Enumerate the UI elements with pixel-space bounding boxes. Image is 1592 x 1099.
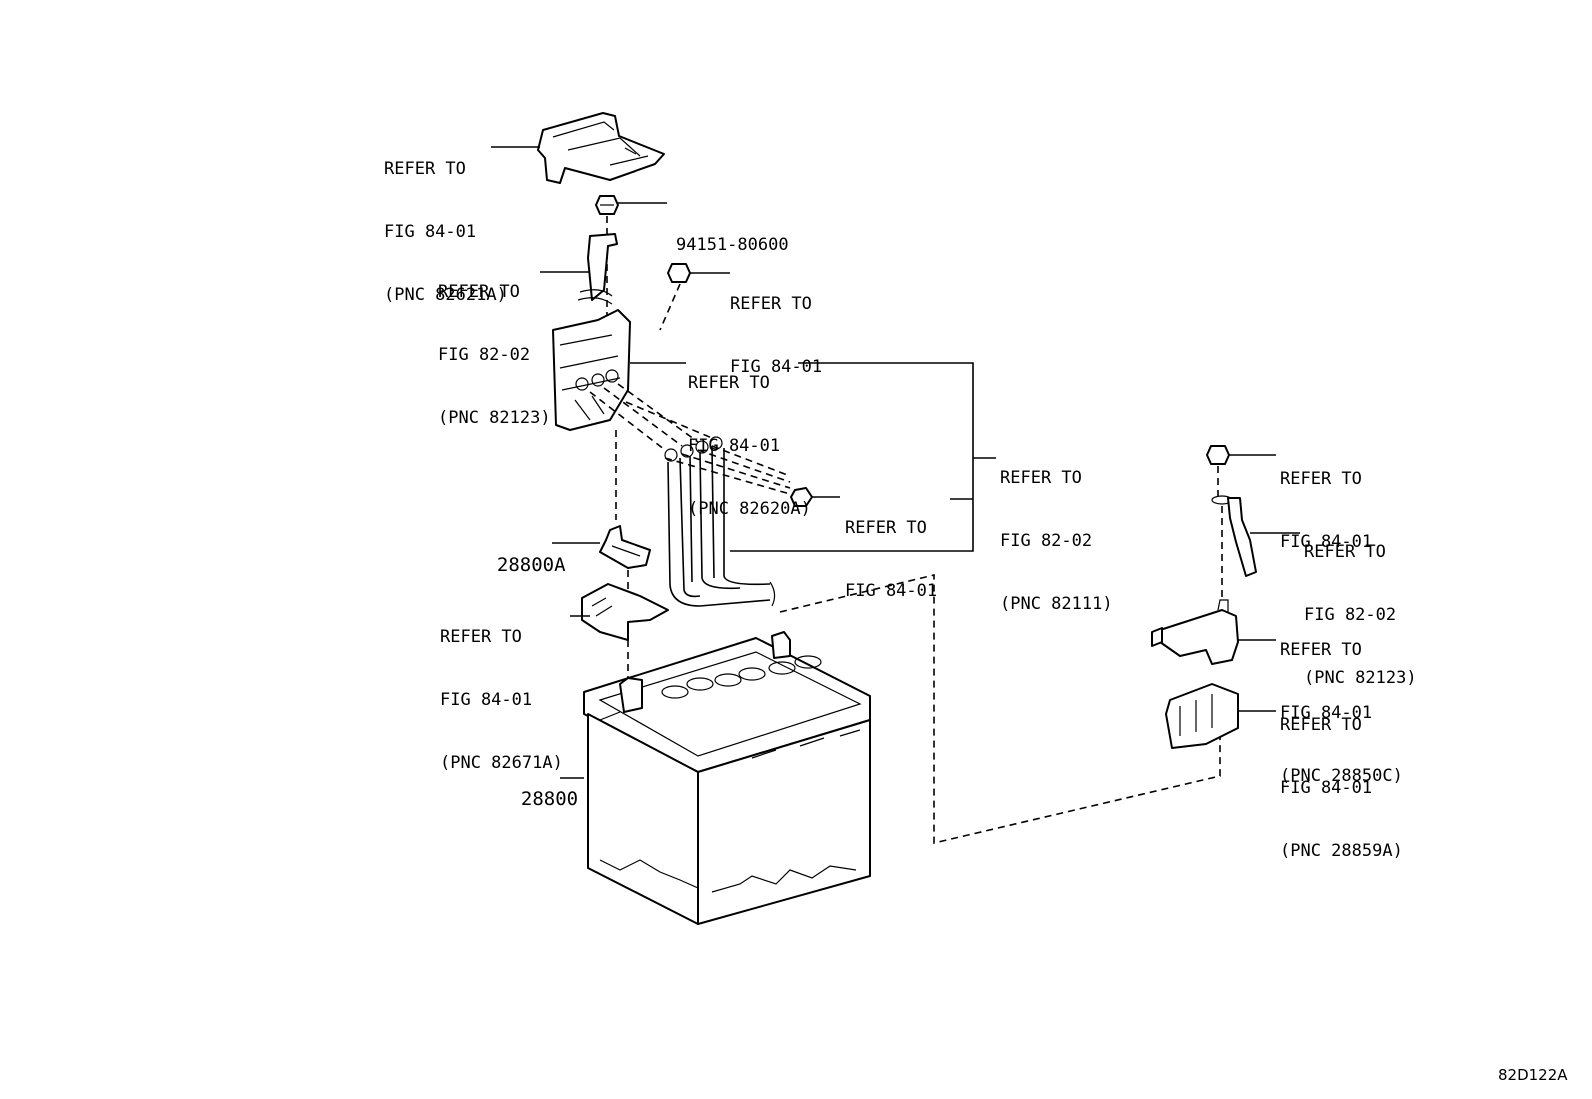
cable-terminal-part — [1211, 495, 1257, 577]
clamp-part — [599, 525, 651, 569]
wire-harness-callout: REFER TO FIG 82-02 (PNC 82111) — [1000, 468, 1113, 614]
bolt-part-number[interactable]: 94151-80600 — [676, 235, 789, 255]
bracket-part — [1165, 683, 1239, 749]
cable-callout-left: REFER TO FIG 82-02 (PNC 82123) — [438, 282, 551, 428]
bolt-part — [595, 195, 619, 215]
nut-part — [1206, 445, 1230, 465]
nut-upper-callout: REFER TO FIG 84-01 — [730, 294, 823, 377]
sensor-part — [1151, 599, 1239, 665]
nut-part — [790, 487, 813, 507]
top-cover-callout: REFER TO FIG 84-01 (PNC 82621A) — [384, 159, 507, 305]
fuse-block-part — [552, 309, 631, 431]
nut-middle-callout: REFER TO FIG 84-01 — [845, 518, 938, 601]
top-cover-part — [537, 112, 665, 184]
wire-harness-part — [664, 436, 776, 607]
right-nut-callout: REFER TO FIG 84-01 — [1280, 469, 1373, 552]
terminal-cover-callout: REFER TO FIG 84-01 (PNC 82671A) — [440, 627, 563, 773]
terminal-cover-part — [581, 583, 669, 641]
right-bracket-callout: REFER TO FIG 84-01 (PNC 28859A) — [1280, 715, 1403, 861]
diagram-code: 82D122A — [1498, 1066, 1568, 1084]
right-sensor-callout: REFER TO FIG 84-01 (PNC 28850C) — [1280, 640, 1403, 786]
clamp-part-number[interactable]: 28800A — [496, 554, 566, 576]
battery-part-number[interactable]: 28800 — [520, 788, 579, 810]
nut-part — [667, 263, 691, 283]
right-cable-callout: REFER TO FIG 82-02 (PNC 82123) — [1304, 542, 1417, 688]
battery-part — [583, 631, 871, 925]
fuse-block-callout: REFER TO FIG 84-01 (PNC 82620A) — [688, 373, 811, 519]
cable-terminal-part — [577, 233, 618, 305]
